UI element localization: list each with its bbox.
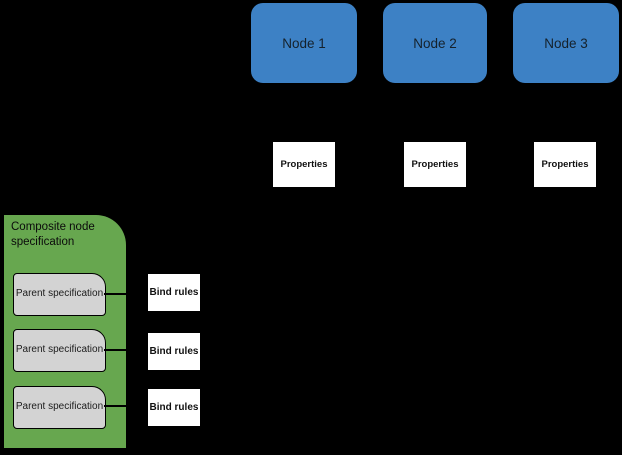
- node-3-box: Node 3: [513, 3, 619, 83]
- properties-box-2: Properties: [403, 141, 467, 188]
- node-2-box: Node 2: [383, 3, 487, 83]
- bind-rules-box-1: Bind rules: [147, 273, 201, 312]
- composite-node-specification-container: Composite node specification Parent spec…: [4, 215, 126, 448]
- properties-box-1: Properties: [272, 141, 336, 188]
- parent-specification-box-2: Parent specification: [13, 329, 106, 372]
- node-1-box: Node 1: [251, 3, 357, 83]
- composite-title: Composite node specification: [11, 221, 95, 248]
- bind-rules-box-2: Bind rules: [147, 332, 201, 371]
- parent-specification-box-1: Parent specification: [13, 273, 106, 316]
- parent-specification-box-3: Parent specification: [13, 386, 106, 429]
- connector-line-2: [104, 349, 148, 351]
- connector-line-1: [104, 293, 148, 295]
- connector-line-3: [104, 405, 148, 407]
- bind-rules-box-3: Bind rules: [147, 388, 201, 427]
- properties-box-3: Properties: [533, 141, 597, 188]
